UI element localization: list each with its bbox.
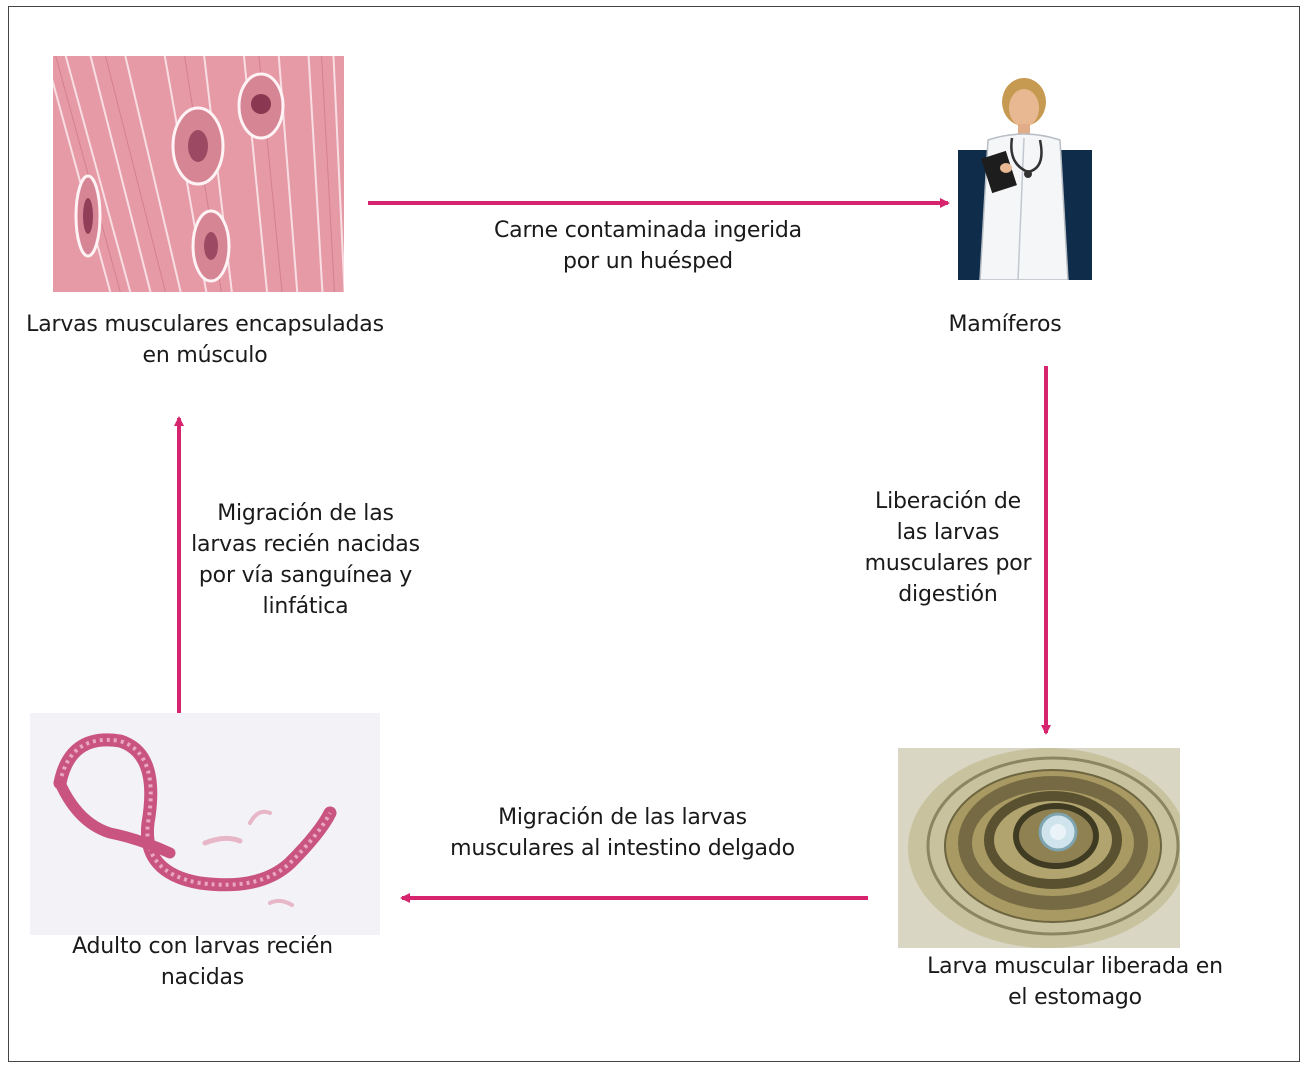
ingestion-label: Carne contaminada ingerida por un huéspe… bbox=[478, 215, 818, 277]
coiled-larva-micrograph-icon bbox=[898, 748, 1180, 948]
adult-worm-micrograph-icon bbox=[30, 713, 380, 935]
muscle-caption: Larvas musculares encapsuladas en múscul… bbox=[20, 309, 390, 371]
stomach-larva-image bbox=[898, 748, 1180, 948]
muscle-tissue-image bbox=[53, 56, 344, 292]
doctor-figure-icon bbox=[958, 72, 1092, 280]
adult-caption: Adulto con larvas recién nacidas bbox=[70, 931, 335, 993]
adult-worm-image bbox=[30, 713, 380, 935]
stomach-caption: Larva muscular liberada en el estomago bbox=[920, 951, 1230, 1013]
muscle-tissue-micrograph-icon bbox=[53, 56, 344, 292]
migration-label: Migración de las larvas recién nacidas p… bbox=[188, 498, 423, 622]
digestion-label: Liberación de las larvas musculares por … bbox=[858, 486, 1038, 610]
intestine-label: Migración de las larvas musculares al in… bbox=[440, 802, 805, 864]
mammals-caption: Mamíferos bbox=[920, 309, 1090, 340]
mammals-image bbox=[958, 72, 1092, 280]
